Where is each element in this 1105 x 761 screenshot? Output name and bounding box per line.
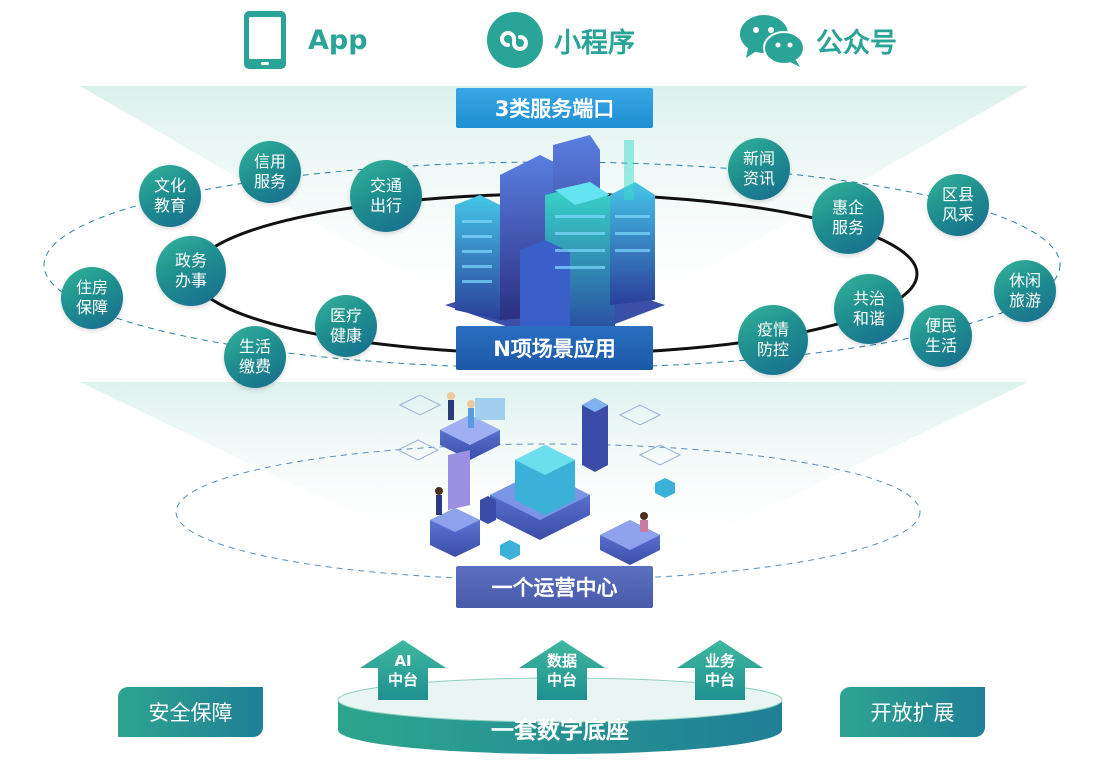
- scene-news: 新闻资讯: [728, 138, 790, 200]
- scene-district: 区县风采: [927, 174, 989, 236]
- scene-tourism: 休闲旅游: [994, 260, 1056, 322]
- channel-wechat: 公众号: [738, 8, 897, 72]
- extension-box: 开放扩展: [840, 687, 985, 737]
- scene-government: 政务办事: [156, 236, 226, 306]
- operations-illustration: [396, 392, 682, 565]
- arrow-label-data: 数据中台: [546, 652, 577, 689]
- scene-credit: 信用服务: [239, 141, 301, 203]
- scene-health: 医疗健康: [315, 295, 377, 357]
- city-illustration: [445, 135, 665, 345]
- scene-governance: 共治和谐: [834, 274, 904, 344]
- channel-label: 公众号: [816, 27, 897, 59]
- arrow-ai: [360, 640, 446, 700]
- channel-mini-program: 小程序: [486, 8, 635, 72]
- scene-housing: 住房保障: [61, 267, 123, 329]
- tablet-icon: [244, 11, 286, 69]
- scene-enterprise: 惠企服务: [812, 182, 884, 254]
- digital-foundation-label: 一套数字底座: [491, 718, 629, 744]
- wechat-icon: [740, 15, 805, 67]
- operations-banner: 一个运营中心: [456, 566, 653, 608]
- scene-culture: 文化教育: [139, 165, 201, 227]
- scene-transport: 交通出行: [350, 160, 422, 232]
- scene-convenience: 便民生活: [910, 305, 972, 367]
- scene-bills: 生活缴费: [224, 326, 286, 388]
- channel-label: App: [308, 24, 368, 56]
- scenarios-banner: N项场景应用: [456, 326, 653, 370]
- channel-label: 小程序: [554, 27, 635, 59]
- scene-epidemic: 疫情防控: [738, 305, 808, 375]
- arrow-label-business: 业务中台: [704, 652, 735, 689]
- security-box: 安全保障: [118, 687, 263, 737]
- channel-app: App: [242, 8, 368, 72]
- mini-program-icon: [487, 12, 543, 68]
- arrow-data: [519, 640, 605, 700]
- service-ports-banner: 3类服务端口: [456, 88, 653, 128]
- arrow-business: [677, 640, 763, 700]
